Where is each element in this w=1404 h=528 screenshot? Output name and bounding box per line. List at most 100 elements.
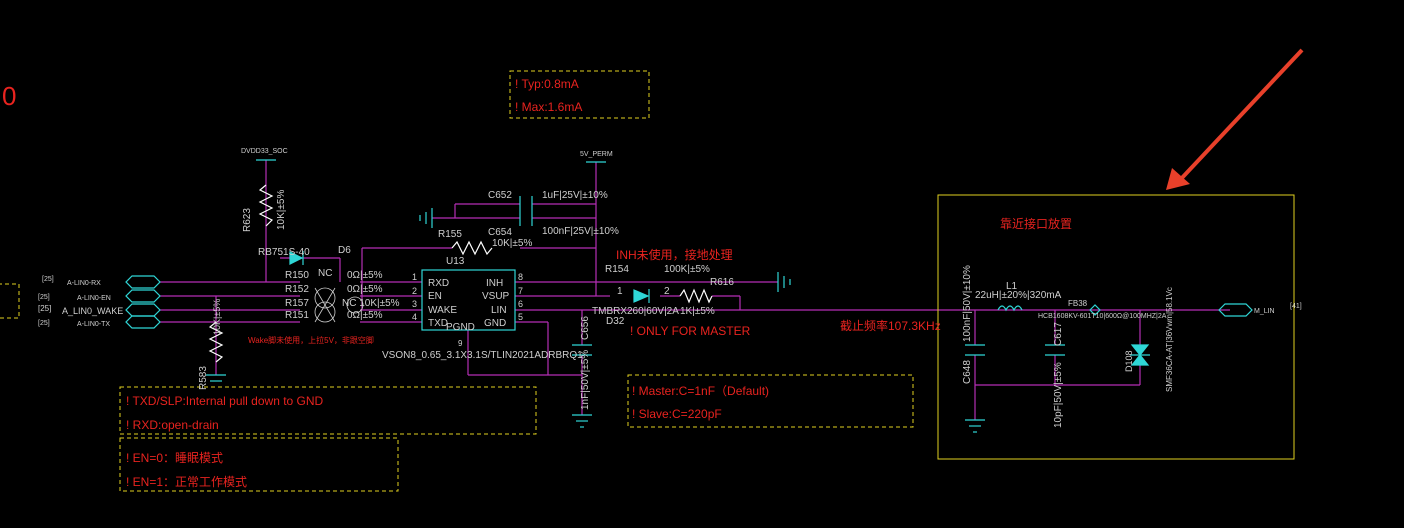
d108-tvs [1130, 344, 1150, 356]
r616-ref: R616 [710, 277, 734, 288]
note-max: ! Max:1.6mA [515, 100, 582, 114]
d32-ref: D32 [606, 316, 625, 327]
r157-ref: R157 [285, 298, 309, 309]
r155-value: 10K|±5% [492, 238, 532, 249]
pin-num-5: 5 [518, 312, 523, 322]
net-wires [160, 160, 1230, 420]
note-box-current [509, 70, 650, 119]
net-ref-3: [25] [38, 304, 51, 313]
d6-part: RB751S-40 [258, 247, 310, 258]
r623-value: 10K|±5% [276, 190, 287, 230]
net-port-wake [125, 303, 161, 317]
net-port-tx [125, 315, 161, 329]
c648-ref: C648 [962, 360, 973, 384]
pin-txd: TXD [428, 318, 448, 329]
note-slave: ! Slave:C=220pF [632, 407, 722, 421]
r154-resistor [679, 288, 713, 304]
note-typ: ! Typ:0.8mA [515, 77, 579, 91]
d32-pin1: 1 [617, 286, 623, 297]
net-label-rx: A-LIN0-RX [67, 280, 101, 287]
r155-resistor [451, 240, 493, 256]
net-ref-mlin: [41] [1290, 303, 1302, 310]
net-label-mlin: M_LIN [1254, 308, 1275, 315]
r616-value: 1K|±5% [680, 306, 715, 317]
r152-value: 0Ω|±5% [347, 284, 383, 295]
net-ref-4: [25] [38, 320, 50, 327]
pin-gnd: GND [484, 318, 506, 329]
r155-ref: R155 [438, 229, 462, 240]
net-ref-1: [25] [42, 276, 54, 283]
r583-resistor [208, 321, 224, 363]
c654-value: 100nF|25V|±10% [542, 226, 619, 237]
d6-ref: D6 [338, 245, 351, 256]
net-dvdd33: DVDD33_SOC [241, 148, 288, 155]
nc-label: NC [318, 268, 332, 279]
pin-num-6: 6 [518, 299, 523, 309]
pin-num-4: 4 [412, 312, 417, 322]
note-box-master [627, 374, 914, 428]
pin-lin: LIN [491, 305, 507, 316]
pin-en: EN [428, 291, 442, 302]
pin-num-8: 8 [518, 272, 523, 282]
net-port-en [125, 289, 161, 303]
r154-ref: R154 [605, 264, 629, 275]
net-5v-perm: 5V_PERM [580, 151, 613, 158]
note-box-en [119, 437, 399, 492]
callout-arrow [1166, 48, 1304, 190]
note-cutoff: 截止频率107.3KHz [840, 318, 941, 333]
d6-diode [289, 251, 304, 265]
pin-num-1: 1 [412, 272, 417, 282]
r623-ref: R623 [242, 208, 253, 232]
r150-ref: R150 [285, 270, 309, 281]
nc-hatch-r157 [314, 287, 364, 323]
d32-pin2: 2 [664, 286, 670, 297]
r154-value: 100K|±5% [664, 264, 710, 275]
note-txd: ! TXD/SLP:Internal pull down to GND [126, 394, 324, 408]
d108-ref: D108 [1124, 350, 1134, 372]
note-inh: INH未使用，接地处理 [616, 247, 733, 262]
note-near-interface: 靠近接口放置 [1000, 216, 1072, 231]
note-en1: ! EN=1：正常工作模式 [126, 475, 247, 489]
l1-inductor [997, 305, 1023, 312]
c648-value: 100nF|50V|±10% [962, 265, 973, 342]
note-rxd: ! RXD:open-drain [126, 418, 219, 432]
c656-ref: C656 [580, 316, 591, 340]
r623-resistor [258, 184, 274, 227]
note-en0: ! EN=0：睡眠模式 [126, 451, 223, 465]
d108-value: SMF36CA-AT|36Vwm|58.1Vc [1165, 287, 1174, 392]
note-wake: Wake脚未使用，上拉5V，非跟空脚 [248, 335, 374, 345]
r583-ref: R583 [198, 366, 209, 390]
placement-box [937, 194, 1295, 460]
net-port-mlin [1218, 303, 1253, 317]
d32-part: TMBRX260|60V|2A [592, 306, 679, 317]
net-label-en: A-LIN0-EN [77, 295, 111, 302]
pin-vsup: VSUP [482, 291, 510, 302]
pin-num-2: 2 [412, 286, 417, 296]
pin-num-3: 3 [412, 299, 417, 309]
pin-num-9: 9 [458, 339, 463, 348]
net-ref-2: [25] [38, 294, 50, 301]
u13-part: VSON8_0.65_3.1X3.1S/TLIN2021ADRBRQ1 [382, 350, 583, 361]
u13-ic-body [421, 269, 516, 331]
r151-ref: R151 [285, 310, 309, 321]
pin-num-7: 7 [518, 286, 523, 296]
note-box-left-edge [0, 283, 20, 319]
d32-diode [633, 289, 650, 303]
net-label-wake: A_LIN0_WAKE [62, 306, 123, 316]
c617-ref: C617 [1053, 322, 1064, 346]
pin-wake: WAKE [428, 305, 457, 316]
page-number-fragment: 0 [2, 81, 16, 111]
r151-value: 0Ω|±5% [347, 310, 383, 321]
u13-ref: U13 [446, 256, 465, 267]
c652-ref: C652 [488, 190, 512, 201]
c652-value: 1uF|25V|±10% [542, 190, 608, 201]
r583-value: 10K|±5% [212, 299, 222, 335]
l1-ref: L1 [1006, 281, 1018, 292]
pin-rxd: RXD [428, 278, 449, 289]
net-label-tx: A-LIN0-TX [77, 321, 110, 328]
component-symbols [125, 159, 1253, 433]
r150-value: 0Ω|±5% [347, 270, 383, 281]
net-port-rx [125, 275, 161, 289]
c654-ref: C654 [488, 227, 512, 238]
